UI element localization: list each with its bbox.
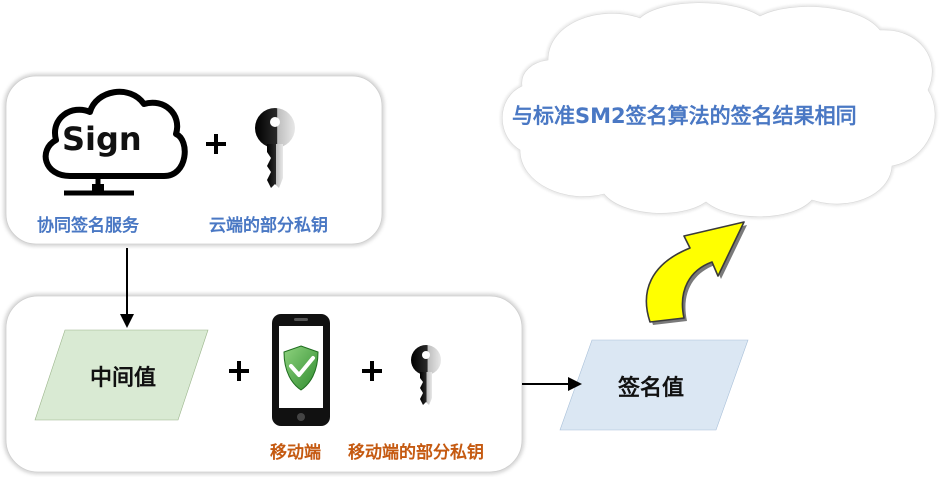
cloud-key-label: 云端的部分私钥: [209, 216, 328, 236]
intermediate-value-shape: [34, 329, 209, 421]
mobile-key-icon: [411, 345, 441, 405]
mobile-key-label: 移动端的部分私钥: [348, 443, 484, 463]
mobile-label: 移动端: [270, 443, 321, 463]
service-label: 协同签名服务: [37, 216, 139, 236]
cloud-note-text: 与标准SM2签名算法的签名结果相同: [512, 104, 857, 128]
phone-icon: [272, 314, 330, 426]
sign-icon-text: Sign: [62, 120, 142, 158]
sign-cloud-icon: [42, 88, 188, 196]
signature-value-shape: [559, 339, 749, 431]
yellow-up-arrow: [645, 221, 747, 325]
intermediate-label: 中间值: [90, 366, 157, 391]
down-arrow: [120, 248, 134, 328]
cloud-key-icon: [255, 108, 295, 188]
right-arrow: [522, 377, 582, 391]
result-cloud: [501, 2, 936, 218]
signature-label: 签名值: [618, 376, 685, 401]
plus-marks: [206, 134, 382, 381]
